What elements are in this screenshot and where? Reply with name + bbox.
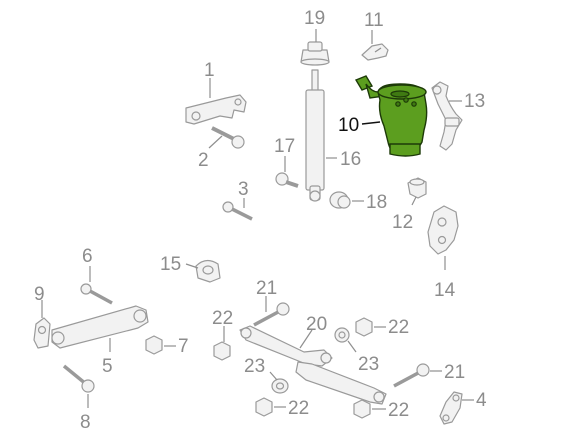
leader-23-right	[347, 340, 357, 353]
part-22-nut-left-upper[interactable]	[213, 341, 231, 361]
callout-19[interactable]: 19	[304, 8, 325, 29]
callout-23-left[interactable]: 23	[244, 356, 265, 377]
part-11-bracket[interactable]	[361, 43, 389, 61]
part-14-bracket[interactable]	[427, 205, 459, 255]
leader-10	[361, 121, 381, 125]
callout-1[interactable]: 1	[204, 60, 215, 81]
callout-9[interactable]: 9	[34, 284, 45, 305]
leader-15	[185, 263, 199, 269]
callout-15[interactable]: 15	[160, 254, 181, 275]
callout-5[interactable]: 5	[102, 356, 113, 377]
part-16-shock-absorber[interactable]	[305, 69, 325, 202]
part-6-bolt[interactable]	[80, 283, 113, 305]
callout-21-lower[interactable]: 21	[444, 362, 465, 383]
part-17-bolt[interactable]	[275, 172, 299, 188]
part-4-link[interactable]	[439, 391, 463, 425]
callout-6[interactable]: 6	[82, 246, 93, 267]
leader-20	[299, 329, 313, 349]
callout-22-bottom-left[interactable]: 22	[288, 398, 309, 419]
callout-23-right[interactable]: 23	[358, 354, 379, 375]
part-3-bolt[interactable]	[222, 201, 253, 221]
callout-8[interactable]: 8	[80, 412, 91, 433]
callout-21-upper[interactable]: 21	[256, 278, 277, 299]
part-1-bracket[interactable]	[185, 94, 247, 125]
part-9-bracket[interactable]	[33, 317, 51, 349]
part-22-nut-right-upper[interactable]	[355, 317, 373, 337]
callout-3[interactable]: 3	[238, 179, 249, 200]
part-20-lower-link[interactable]	[239, 325, 387, 405]
callout-16[interactable]: 16	[340, 149, 361, 170]
part-23-washer-left[interactable]	[271, 378, 289, 394]
part-21-bolt-upper[interactable]	[253, 302, 290, 327]
callout-11[interactable]: 11	[364, 10, 384, 31]
part-7-nut[interactable]	[145, 335, 163, 355]
part-5-control-arm[interactable]	[51, 305, 149, 349]
callout-14[interactable]: 14	[434, 280, 456, 301]
part-23-washer-right[interactable]	[334, 327, 350, 343]
callout-17[interactable]: 17	[274, 136, 295, 157]
part-12-bushing[interactable]	[407, 177, 427, 199]
callout-20[interactable]: 20	[306, 314, 327, 335]
callout-7[interactable]: 7	[178, 336, 189, 357]
callout-12[interactable]: 12	[392, 212, 413, 233]
part-22-nut-bottom-left[interactable]	[255, 397, 273, 417]
callout-22-bottom-right[interactable]: 22	[388, 400, 409, 421]
part-8-bolt[interactable]	[62, 364, 95, 393]
part-22-nut-bottom-right[interactable]	[353, 399, 371, 419]
part-18-bushing[interactable]	[329, 191, 351, 209]
callout-4[interactable]: 4	[476, 390, 487, 411]
callout-2[interactable]: 2	[198, 150, 209, 171]
leader-2	[208, 135, 223, 149]
part-13-height-sensor[interactable]	[431, 81, 463, 151]
part-10-air-spring[interactable]	[354, 75, 428, 157]
leader-23-left	[269, 371, 278, 381]
leader-12	[411, 196, 417, 206]
callout-13[interactable]: 13	[464, 91, 485, 112]
callout-22-left-upper[interactable]: 22	[212, 308, 233, 329]
callout-22-right-upper[interactable]: 22	[388, 317, 409, 338]
part-15-clamp[interactable]	[195, 259, 221, 283]
part-19-upper-mount[interactable]	[300, 41, 330, 66]
part-2-bolt[interactable]	[211, 126, 245, 149]
callout-18[interactable]: 18	[366, 192, 387, 213]
part-21-bolt-lower[interactable]	[393, 363, 430, 388]
callout-10[interactable]: 10	[338, 115, 359, 136]
